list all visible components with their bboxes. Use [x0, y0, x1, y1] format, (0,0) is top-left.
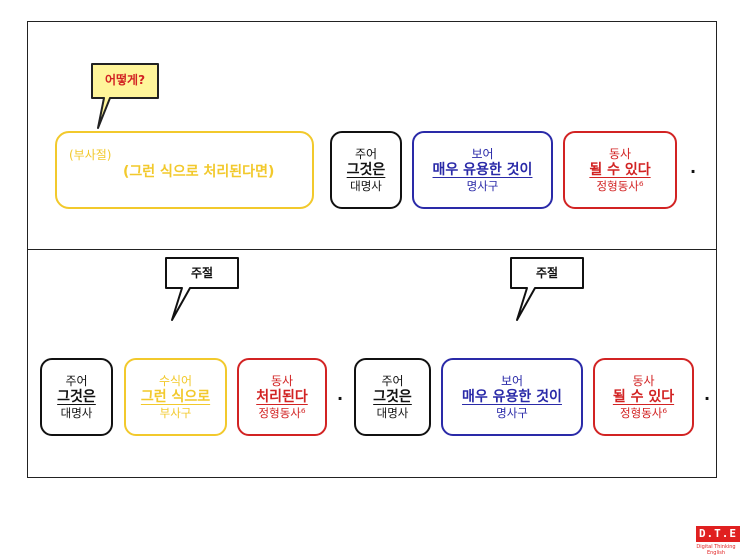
word-label: 될 수 있다 [589, 161, 651, 178]
main-clause-callout-left [165, 257, 239, 321]
pos-label: 정형동사⁶ [620, 406, 667, 421]
top-subject-box: 주어 그것은 대명사 [330, 131, 402, 209]
bottom-left-subject-box: 주어 그것은 대명사 [40, 358, 113, 436]
top-complement-box: 보어 매우 유용한 것이 명사구 [412, 131, 553, 209]
word-label: 될 수 있다 [612, 388, 675, 405]
adverbial-clause-box: (부사절) (그런 식으로 처리된다면) [55, 131, 314, 209]
logo-subtitle: Digital Thinking English [696, 544, 736, 556]
role-label: 보어 [500, 373, 524, 388]
pos-label: 정형동사⁶ [596, 179, 644, 194]
role-label: 보어 [471, 146, 494, 161]
role-label: 동사 [608, 146, 632, 161]
pos-label: 명사구 [466, 179, 499, 194]
word-label: 처리된다 [256, 388, 308, 405]
how-callout [91, 63, 159, 129]
bottom-right-subject-box: 주어 그것은 대명사 [354, 358, 431, 436]
bottom-right-verb-box: 동사 될 수 있다 정형동사⁶ [593, 358, 694, 436]
logo-mark: D.T.E [696, 526, 740, 542]
main-clause-right-text: 주절 [535, 266, 559, 280]
role-label: 주어 [381, 373, 404, 388]
pos-label: 정형동사⁶ [258, 406, 306, 421]
role-label: 주어 [354, 146, 378, 161]
pos-label: 대명사 [376, 406, 409, 421]
dte-logo: D.T.E Digital Thinking English [690, 526, 742, 556]
bottom-left-verb-box: 동사 처리된다 정형동사⁶ [237, 358, 327, 436]
top-period: . [690, 158, 697, 177]
role-label: 동사 [270, 373, 294, 388]
main-clause-callout-right [510, 257, 584, 321]
role-label: 동사 [632, 373, 655, 388]
how-callout-text: 어떻게? [104, 73, 146, 87]
pos-label: 명사구 [496, 406, 528, 421]
word-label: 매우 유용한 것이 [462, 388, 562, 405]
word-label: 그런 식으로 [140, 388, 211, 405]
word-label: 그것은 [57, 388, 96, 405]
clause-content: (그런 식으로 처리된다면) [123, 164, 275, 180]
word-label: 그것은 [346, 161, 386, 178]
bottom-left-modifier-box: 수식어 그런 식으로 부사구 [124, 358, 227, 436]
role-label: 주어 [65, 373, 88, 388]
pos-label: 부사구 [159, 406, 192, 421]
pos-label: 대명사 [60, 406, 93, 421]
word-label: 매우 유용한 것이 [432, 161, 533, 178]
bottom-panel [27, 249, 717, 478]
role-label: 수식어 [158, 373, 193, 388]
bottom-end-period: . [704, 385, 711, 404]
main-clause-left-text: 주절 [190, 266, 214, 280]
bottom-mid-period: . [337, 385, 344, 404]
word-label: 그것은 [373, 388, 412, 405]
pos-label: 대명사 [350, 179, 382, 194]
top-verb-box: 동사 될 수 있다 정형동사⁶ [563, 131, 677, 209]
bottom-right-complement-box: 보어 매우 유용한 것이 명사구 [441, 358, 583, 436]
clause-tag: (부사절) [69, 148, 112, 162]
